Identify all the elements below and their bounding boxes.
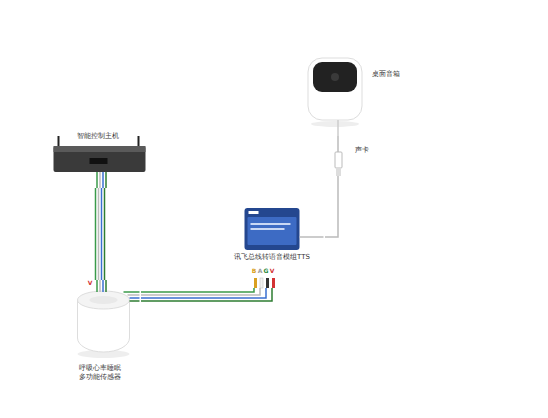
wire xyxy=(104,188,106,280)
cable xyxy=(96,188,105,280)
tts-module-icon xyxy=(222,205,325,288)
wire xyxy=(95,188,97,280)
wire xyxy=(101,188,103,280)
tts-module: 讯飞总线转语音模组TTS xyxy=(222,205,325,288)
wire xyxy=(141,288,272,301)
control-host-icon xyxy=(48,132,151,188)
pin-label: B xyxy=(250,267,258,274)
wire xyxy=(141,288,260,295)
device-label: 声卡 xyxy=(355,146,369,155)
cable xyxy=(338,136,339,146)
wire xyxy=(98,188,100,280)
device-label: 智能控制主机 xyxy=(48,132,148,141)
wire xyxy=(141,288,254,292)
pin-label: A xyxy=(256,267,264,274)
device-label: 桌面音箱 xyxy=(372,70,400,79)
sound-card: 声卡 xyxy=(333,146,388,190)
pin-label: V xyxy=(268,267,276,274)
wire xyxy=(141,288,266,298)
pin-label: G xyxy=(262,267,270,274)
wire xyxy=(337,136,339,146)
control-host: 智能控制主机 xyxy=(48,132,151,188)
device-label: 呼吸心率睡眠 多功能传感器 xyxy=(62,364,138,382)
wire xyxy=(325,190,338,237)
desktop-speaker: 桌面音箱 xyxy=(300,48,410,136)
desktop-speaker-icon xyxy=(300,48,410,136)
sensor: 呼吸心率睡眠 多功能传感器 xyxy=(62,280,141,385)
cable xyxy=(141,288,272,301)
device-label: 讯飞总线转语音模组TTS xyxy=(222,253,322,262)
pin-label: V xyxy=(86,279,94,286)
cable xyxy=(325,190,338,237)
